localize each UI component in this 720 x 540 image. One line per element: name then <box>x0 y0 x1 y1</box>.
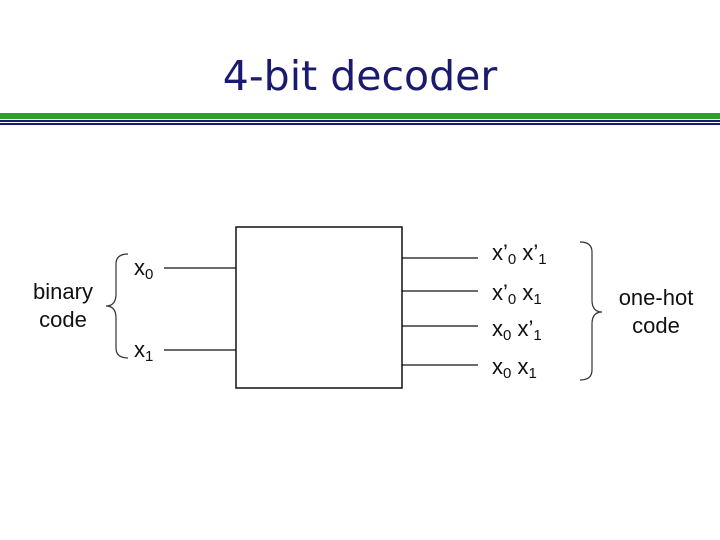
binary-code-label-line1: binary <box>33 279 93 304</box>
title-rule-navy-lower <box>0 123 720 125</box>
one-hot-code-label-line2: code <box>632 313 680 338</box>
output-label-2: x0 x’1 <box>492 316 542 344</box>
title-rule-navy-upper <box>0 120 720 122</box>
page-title: 4-bit decoder <box>222 52 498 100</box>
output-label-1: x’0 x1 <box>492 280 542 308</box>
input-label-x1: x1 <box>134 337 154 365</box>
binary-code-label-line2: code <box>39 307 87 332</box>
input-label-x0: x0 <box>134 255 154 283</box>
input-group-brace <box>105 253 129 359</box>
output-group-brace <box>579 241 603 381</box>
title-rule-green <box>0 113 720 119</box>
one-hot-code-label: one-hot code <box>606 284 706 340</box>
decoder-block <box>235 226 403 389</box>
binary-code-label: binary code <box>20 278 106 334</box>
one-hot-code-label-line1: one-hot <box>618 285 694 310</box>
output-label-0: x’0 x’1 <box>492 240 547 268</box>
output-label-3: x0 x1 <box>492 354 537 382</box>
